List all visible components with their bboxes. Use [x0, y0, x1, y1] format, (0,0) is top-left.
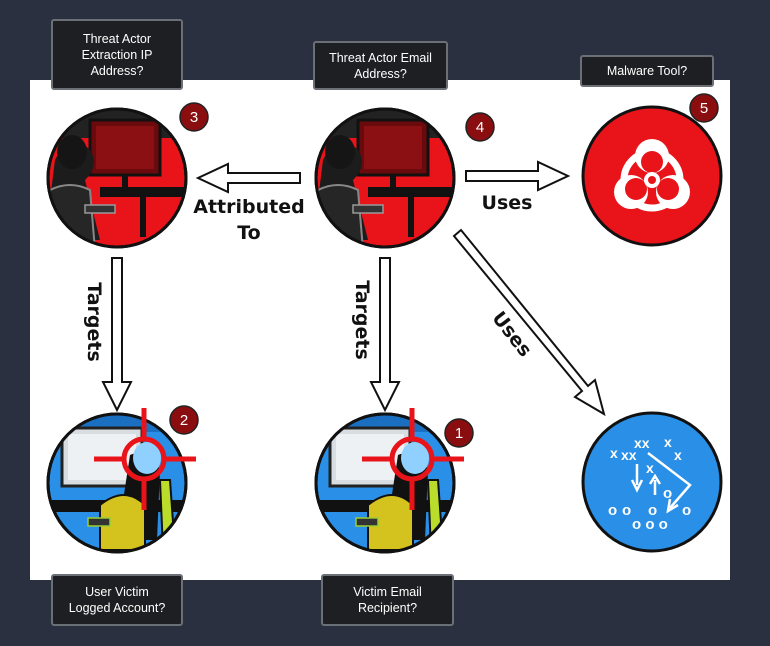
playbook-diagram-icon: x xx xx x x x o o o o o o o o [608, 434, 692, 533]
label-malware-tool: Malware Tool? [580, 55, 714, 87]
node-tactics-playbook[interactable]: x xx xx x x x o o o o o o o o [581, 411, 723, 553]
node-malware-tool[interactable] [581, 105, 723, 247]
arrow-targets-left [101, 257, 133, 413]
play-mark-x: x [646, 460, 654, 476]
badge-4: 4 [465, 112, 495, 142]
arrow-uses-malware [465, 160, 571, 192]
play-mark-x: x [664, 434, 672, 450]
edge-label-attributed-to: To [237, 222, 261, 244]
label-victim-email-recipient: Victim Email Recipient? [321, 574, 454, 626]
edge-label-attributed: Attributed [193, 196, 304, 218]
arrow-targets-center [369, 257, 401, 413]
badge-2: 2 [169, 405, 199, 435]
svg-text:5: 5 [700, 100, 708, 117]
play-mark-ooo: o o o [632, 516, 668, 533]
label-user-victim: User Victim Logged Account? [51, 574, 183, 626]
play-mark-x: x [674, 447, 682, 463]
node-user-victim[interactable] [40, 408, 200, 554]
label-threat-actor-email: Threat Actor Email Address? [313, 41, 448, 90]
edge-label-targets-center: Targets [351, 280, 373, 360]
node-threat-actor-email[interactable] [308, 107, 468, 250]
badge-5: 5 [689, 93, 719, 123]
play-mark-o: o [648, 502, 657, 519]
label-threat-actor-ip: Threat Actor Extraction IP Address? [51, 19, 183, 90]
victim-workstation-icon [49, 415, 185, 551]
edge-label-targets-left: Targets [83, 282, 105, 362]
svg-text:3: 3 [190, 109, 198, 126]
node-threat-actor-ip[interactable] [40, 107, 200, 250]
crosshair-target-icon [362, 408, 464, 510]
badge-1: 1 [444, 418, 474, 448]
node-victim-email-recipient[interactable] [308, 408, 468, 554]
play-mark-o: o [663, 485, 672, 502]
play-mark-o: o [608, 502, 617, 519]
svg-text:4: 4 [476, 119, 484, 136]
biohazard-icon [614, 139, 690, 212]
svg-text:2: 2 [180, 412, 188, 429]
play-mark-x: x [610, 445, 618, 461]
play-mark-o: o [682, 502, 691, 519]
badge-3: 3 [179, 102, 209, 132]
svg-text:1: 1 [455, 425, 463, 442]
arrow-attributed-to [195, 162, 301, 194]
arrow-uses-tactics [452, 228, 606, 417]
play-mark-xx: xx [621, 447, 637, 463]
edge-label-uses-malware: Uses [482, 192, 533, 214]
crosshair-target-icon [94, 408, 196, 510]
play-mark-o: o [622, 502, 631, 519]
play-mark-xx: xx [634, 435, 650, 451]
